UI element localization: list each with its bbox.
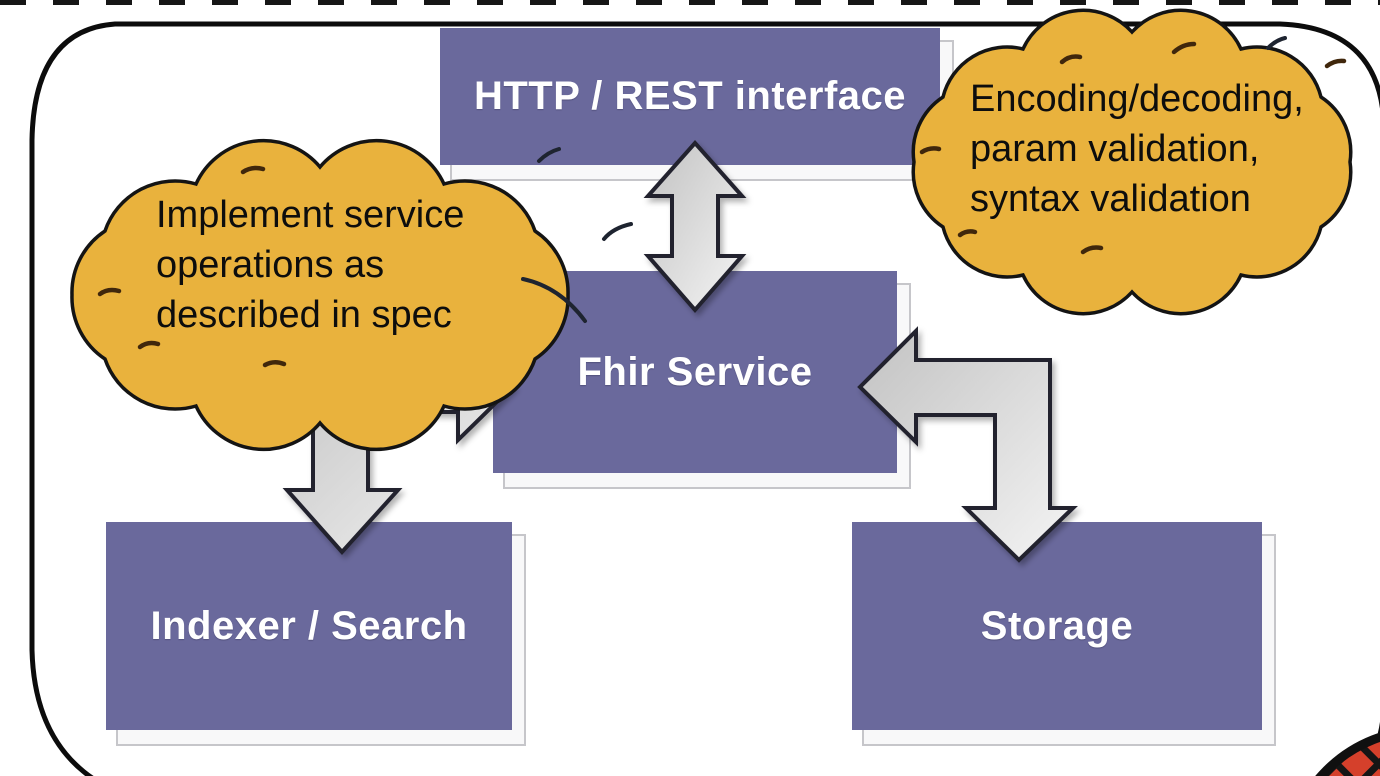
http-rest-box-label: HTTP / REST interface [473,74,907,118]
callout-line: Implement service [156,194,465,236]
callout-line: param validation, [970,128,1260,170]
callout-line: operations as [156,244,385,286]
http-rest-box: HTTP / REST interface [440,28,940,165]
storage-box: Storage [852,522,1262,730]
indexer-search-box-label: Indexer / Search [150,603,468,648]
red-hatched-ball-icon [1315,732,1380,776]
callout-line: syntax validation [970,178,1251,220]
cloud-callout-right-text: Encoding/decoding, param validation, syn… [970,74,1304,224]
callout-line: Encoding/decoding, [970,78,1304,120]
storage-box-label: Storage [980,603,1134,648]
indexer-search-box: Indexer / Search [106,522,512,730]
callout-line: described in spec [156,294,452,336]
fhir-service-box-label: Fhir Service [577,349,813,394]
arrow-fhir-indexer [282,326,516,555]
top-dashed-border [0,0,1380,5]
cloud-callout-left-text: Implement service operations as describe… [156,190,464,340]
fhir-service-box: Fhir Service [493,271,897,473]
